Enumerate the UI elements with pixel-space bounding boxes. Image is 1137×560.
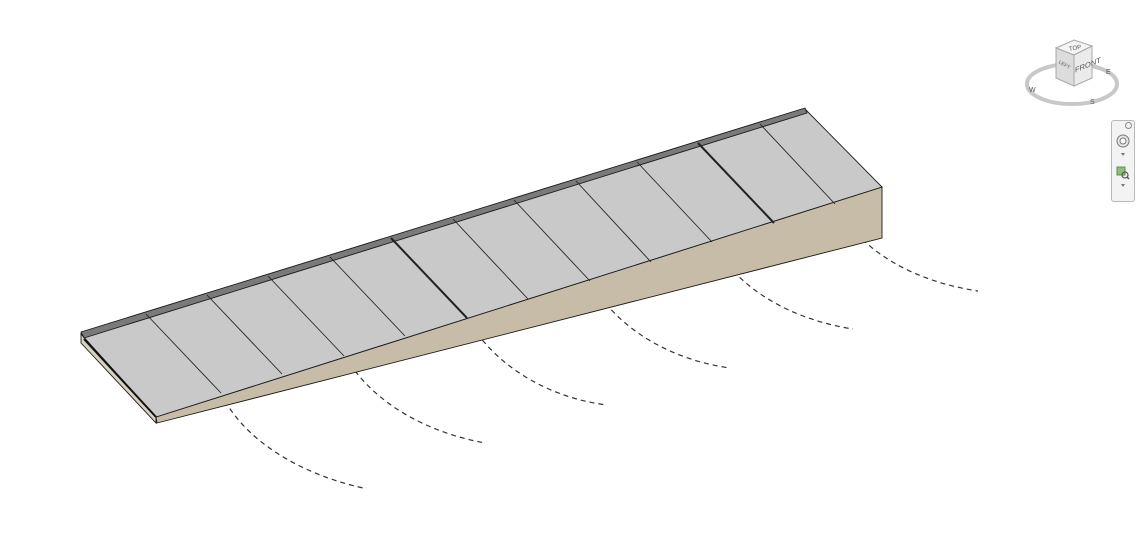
steering-wheel-button[interactable] [1115,133,1131,149]
cube-top-label: TOP [1069,45,1082,53]
navigation-bar[interactable] [1111,120,1135,202]
cube-face-front[interactable] [1073,45,1093,87]
dashed-curve-1 [220,392,364,489]
compass-south[interactable]: S [1090,99,1095,106]
zoom-region-icon [1116,166,1130,180]
cube-left-label: LEFT [1057,60,1071,71]
zoom-dropdown-icon[interactable] [1121,184,1125,187]
compass-east[interactable]: E [1106,69,1111,76]
viewcube[interactable]: TOP FRONT LEFT W S E [1022,36,1122,114]
ramp-back-rim [80,107,808,339]
zoom-region-button[interactable] [1115,165,1131,181]
close-icon[interactable] [1125,122,1132,129]
steering-wheel-dropdown-icon[interactable] [1121,153,1125,156]
ramp-front-edge [83,338,157,418]
panel-lines [145,123,836,394]
steering-wheel-icon [1116,134,1130,148]
compass-west[interactable]: W [1029,87,1036,94]
